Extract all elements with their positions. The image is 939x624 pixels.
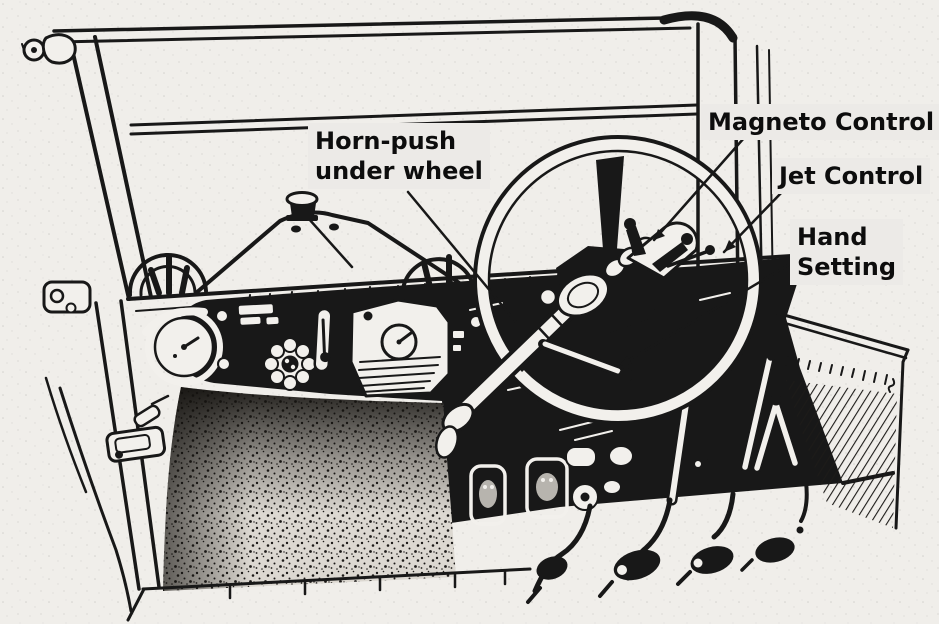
label-line: Hand — [797, 223, 868, 251]
brake-pedal — [525, 457, 569, 519]
left-body-side — [44, 299, 170, 613]
label-line: Setting — [797, 253, 896, 281]
front-wing-left — [127, 253, 208, 297]
dash-button — [538, 287, 558, 307]
label-line: Horn-push — [315, 127, 457, 155]
dash-plate-small — [238, 304, 279, 325]
label-hand-setting: Hand Setting — [790, 219, 903, 285]
gear-lever — [666, 391, 713, 506]
hand-throttle-lever — [538, 339, 633, 382]
steering-column-and-hub — [435, 218, 715, 459]
radiator-cap — [285, 191, 319, 221]
leader-lines — [406, 136, 802, 368]
jet-lever — [652, 233, 715, 272]
door-trim-ticks — [785, 356, 888, 385]
speedometer-gauge — [145, 308, 223, 386]
frame-top-right-corner — [659, 11, 738, 43]
dash-knob — [217, 357, 231, 371]
clutch-pedal — [469, 464, 507, 526]
bonnet — [127, 191, 475, 297]
magneto-lever — [624, 218, 646, 256]
lever-slot — [313, 307, 333, 373]
leader-jet — [722, 188, 786, 254]
leader-magneto — [652, 136, 746, 242]
handbrake-lever — [740, 337, 780, 472]
arrowhead-hand-setting — [619, 356, 632, 366]
label-magneto-control: Magneto Control — [701, 104, 939, 140]
dash-knob — [215, 309, 229, 323]
label-line: under wheel — [315, 157, 483, 185]
leader-hand-setting — [617, 256, 802, 368]
footwell-details — [469, 337, 800, 526]
windscreen-frame — [21, 11, 774, 301]
lever-pair — [752, 394, 800, 473]
arrowhead-jet — [724, 240, 736, 252]
bonnet-hinge — [307, 217, 354, 269]
instrument-plate — [349, 298, 466, 398]
door-hatching — [786, 380, 897, 528]
center-rail — [129, 103, 699, 127]
label-jet-control: Jet Control — [772, 158, 931, 194]
front-wing-right — [401, 254, 475, 291]
door-latch-bracket — [105, 425, 167, 463]
label-horn-push: Horn-push under wheel — [308, 123, 490, 189]
door-panel — [775, 311, 910, 530]
seat-cushion — [163, 387, 456, 591]
left-post — [68, 38, 131, 301]
wing-nut-fitting — [21, 33, 77, 65]
accelerator-area — [565, 445, 634, 511]
switch-rosette — [263, 337, 317, 391]
arrowhead-magneto — [654, 229, 665, 240]
floorboards — [126, 567, 532, 622]
pedal-linkages — [526, 480, 809, 604]
leader-horn-push — [406, 190, 518, 324]
